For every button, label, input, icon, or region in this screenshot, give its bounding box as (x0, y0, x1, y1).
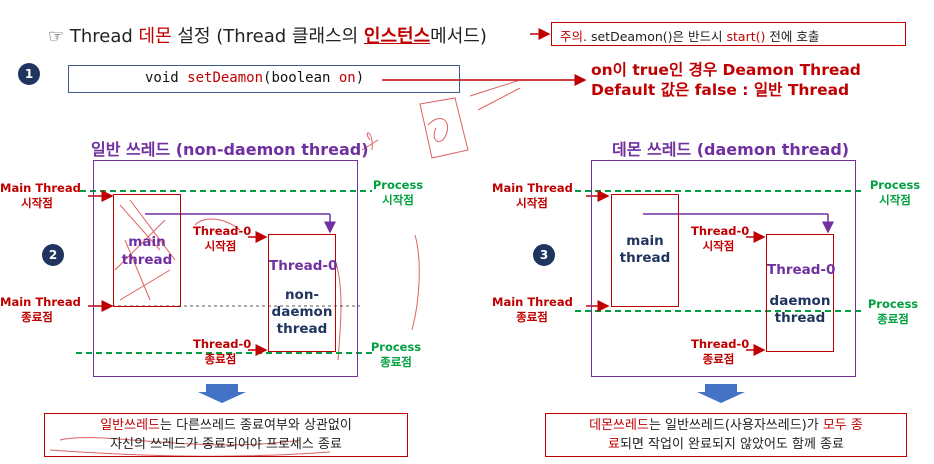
page-title: ☞ Thread 데몬 설정 (Thread 클래스의 인스턴스메서드) (48, 26, 487, 47)
left-down-arrow (198, 384, 246, 403)
left-panel (93, 160, 358, 377)
note-box: 주의. setDeamon()은 반드시 start() 전에 호출 (551, 22, 906, 46)
pointing-hand-icon: ☞ (48, 26, 65, 47)
right-thread0-box: Thread-0 daemon thread (766, 234, 835, 352)
code-box: void setDeamon(boolean on) (68, 65, 460, 93)
step-badge-1: 1 (18, 63, 40, 85)
step-badge-3: 3 (533, 244, 555, 266)
right-summary-box: 데몬쓰레드는 일반쓰레드(사용자쓰레드)가 모두 종 료되면 작업이 완료되지 … (545, 413, 907, 457)
handwritten-scribbles (49, 79, 521, 457)
left-main-thread-box: main thread (113, 194, 181, 307)
left-thread0-box: Thread-0 non- daemon thread (268, 234, 337, 352)
left-section-title: 일반 쓰레드 (non-daemon thread) (91, 140, 369, 159)
info-text: on이 true인 경우 Deamon Thread Default 값은 fa… (591, 61, 861, 99)
right-section-title: 데몬 쓰레드 (daemon thread) (612, 140, 850, 159)
right-down-arrow (697, 384, 745, 403)
right-main-thread-box: main thread (611, 194, 679, 307)
left-summary-box: 일반쓰레드는 다른쓰레드 종료여부와 상관없이 자신의 쓰레드가 종료되어야 프… (44, 413, 408, 457)
right-panel (591, 160, 856, 377)
step-badge-2: 2 (42, 244, 64, 266)
